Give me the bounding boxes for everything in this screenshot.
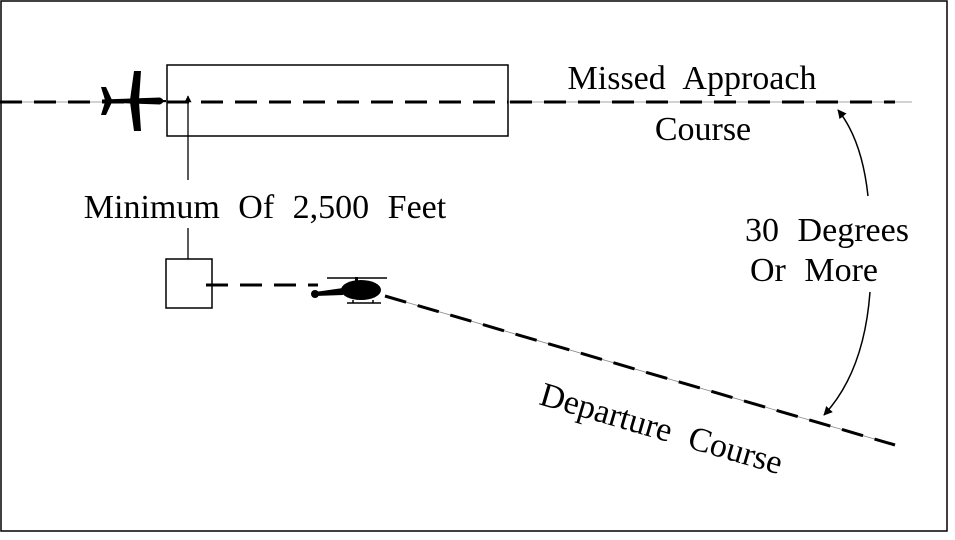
missed-approach-label-line1: Missed Approach bbox=[568, 60, 817, 97]
missed-approach-label-line2: Course bbox=[655, 111, 751, 148]
missed-label-backdrop bbox=[544, 58, 840, 94]
angle-label-line1: 30 Degrees bbox=[745, 212, 909, 249]
angle-label-line2: Or More bbox=[750, 252, 878, 289]
helicopter-icon bbox=[311, 277, 387, 304]
minimum-separation-label: Minimum Of 2,500 Feet bbox=[84, 189, 447, 226]
helipad bbox=[165, 258, 213, 309]
angle-arc-lower bbox=[823, 291, 871, 416]
airplane-icon bbox=[101, 71, 166, 131]
departure-course-line bbox=[384, 294, 896, 447]
minimum-label-backdrop bbox=[55, 185, 479, 223]
diagram-frame bbox=[0, 0, 948, 532]
departure-course-label: Departure Course bbox=[536, 376, 787, 482]
angle-arc-upper bbox=[837, 109, 869, 197]
